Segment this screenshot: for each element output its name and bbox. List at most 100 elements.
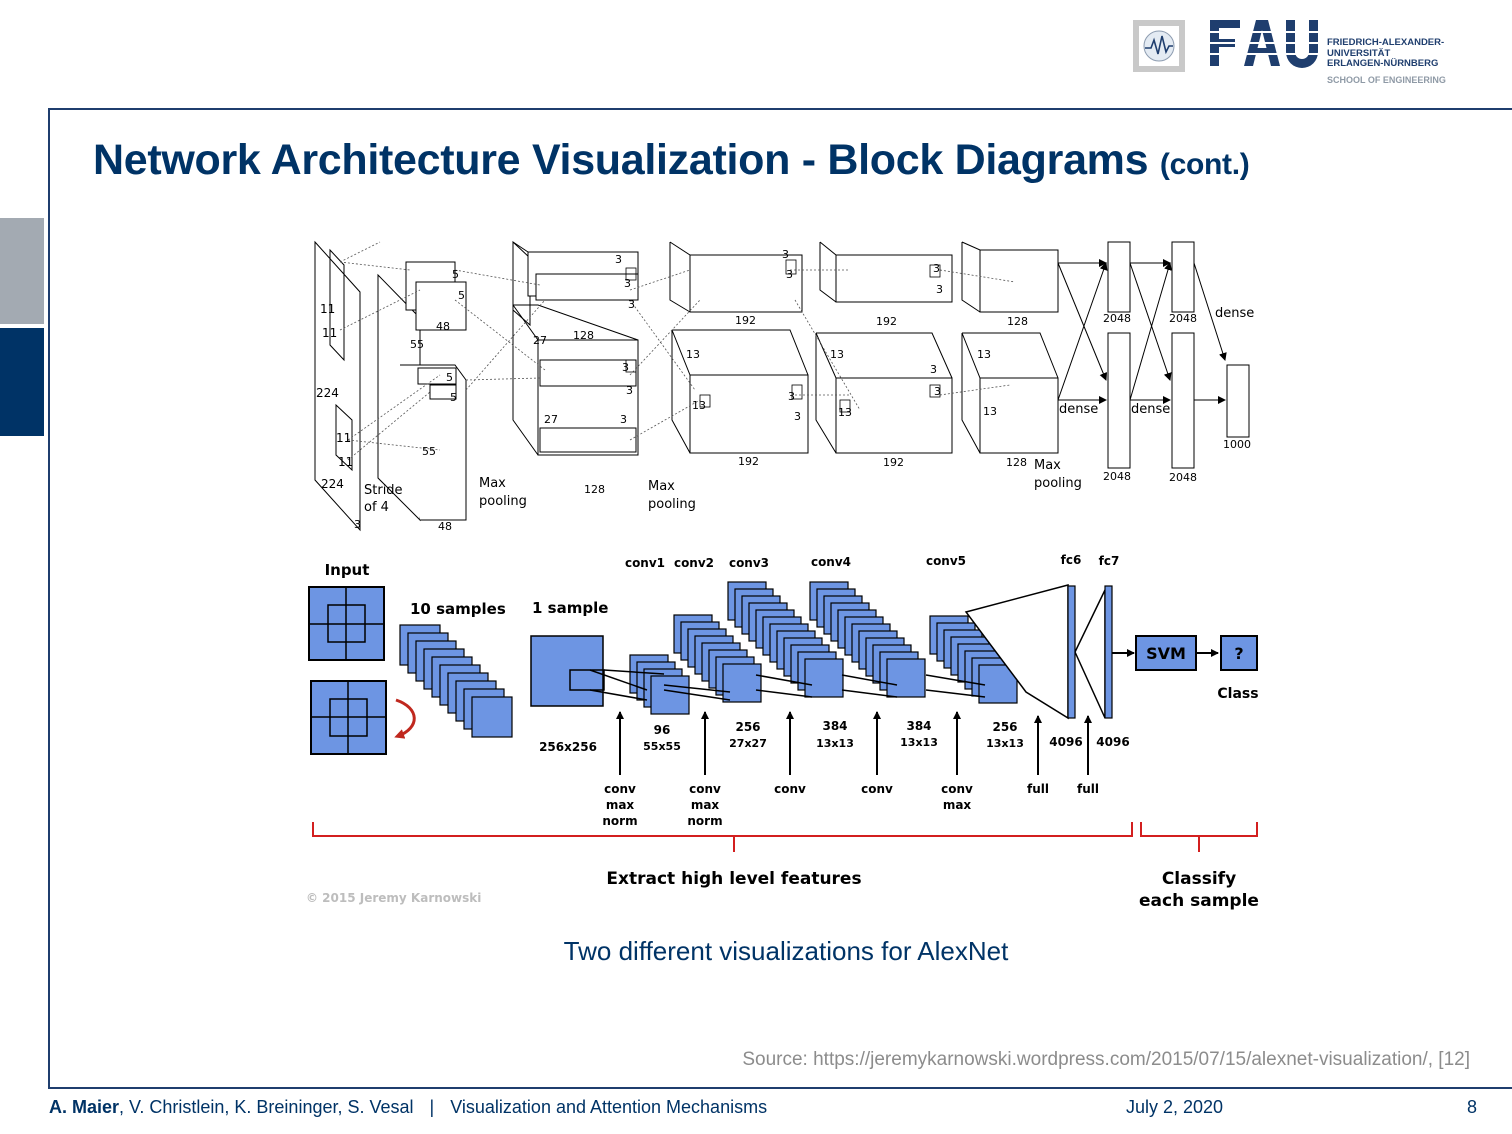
- svg-text:Max: Max: [648, 479, 675, 494]
- svg-text:3: 3: [930, 363, 937, 376]
- svg-text:13: 13: [983, 405, 997, 418]
- layer-op-norm: norm: [602, 814, 637, 828]
- layer-op-conv: conv: [604, 782, 636, 796]
- input-label: Input: [325, 561, 370, 579]
- feature-map: [650, 675, 690, 715]
- layer-op-max: max: [691, 798, 720, 812]
- flip-arrow-icon: [394, 698, 416, 739]
- svg-text:3: 3: [628, 298, 635, 311]
- svg-text:11: 11: [336, 431, 351, 445]
- layer-size-conv3: 13x13: [816, 737, 854, 750]
- svg-text:128: 128: [1007, 315, 1028, 328]
- layer-name-conv5: conv5: [926, 554, 966, 568]
- university-name: FRIEDRICH-ALEXANDER- UNIVERSITÄT ERLANGE…: [1327, 37, 1445, 69]
- footer-lecture: Visualization and Attention Mechanisms: [450, 1097, 768, 1117]
- svg-text:128: 128: [573, 329, 594, 342]
- svg-text:pooling: pooling: [1034, 476, 1082, 491]
- svg-text:192: 192: [735, 314, 756, 327]
- layer-dims-conv4: 384: [906, 719, 931, 733]
- svg-text:dense: dense: [1131, 402, 1170, 417]
- top-alexnet-diagram: [314, 240, 1250, 532]
- bottom-alexnet-diagram: Input 10 samples 1 sample 256x256 conv19…: [306, 553, 1259, 911]
- svg-text:13: 13: [830, 348, 844, 361]
- layer-size-conv4: 13x13: [900, 736, 938, 749]
- svg-text:1000: 1000: [1223, 438, 1251, 451]
- svg-text:55: 55: [422, 445, 436, 458]
- layer-op-max: max: [943, 798, 972, 812]
- slide-caption: Two different visualizations for AlexNet: [563, 936, 1009, 966]
- svg-text:27: 27: [533, 334, 547, 347]
- layer-name-conv1: conv1: [625, 556, 665, 570]
- layer-name-fc6: fc6: [1061, 553, 1082, 567]
- source-citation: Source: https://jeremykarnowski.wordpres…: [742, 1049, 1470, 1070]
- svg-text:3: 3: [620, 413, 627, 426]
- layer-name-conv3: conv3: [729, 556, 769, 570]
- svg-text:5: 5: [452, 268, 459, 281]
- class-label: Class: [1217, 686, 1258, 702]
- svg-text:5: 5: [458, 289, 465, 302]
- svg-text:dense: dense: [1059, 402, 1098, 417]
- svg-text:5: 5: [450, 391, 457, 404]
- svg-text:11: 11: [320, 302, 335, 316]
- svg-text:2048: 2048: [1103, 312, 1131, 325]
- svg-text:3: 3: [934, 385, 941, 398]
- lab-logo-icon: [1133, 20, 1185, 72]
- svg-text:each sample: each sample: [1139, 891, 1259, 911]
- frame-bottom-line: [48, 1087, 1512, 1089]
- footer-authors: A. Maier, V. Christlein, K. Breininger, …: [49, 1097, 768, 1117]
- classify-label: Classify: [1162, 869, 1236, 889]
- layer-op-conv: conv: [861, 782, 893, 796]
- question-label: ?: [1234, 644, 1243, 663]
- svg-text:27: 27: [544, 413, 558, 426]
- svg-text:11: 11: [322, 326, 337, 340]
- layer-dims-fc6: 4096: [1049, 735, 1082, 749]
- svg-text:224: 224: [321, 477, 344, 491]
- sample-crop: [471, 696, 513, 738]
- side-tab-blue: [0, 328, 44, 436]
- svg-text:3: 3: [624, 277, 631, 290]
- svg-text:Max: Max: [479, 476, 506, 491]
- svg-text:13: 13: [692, 399, 706, 412]
- label-input-224: 224: [316, 386, 339, 400]
- svg-text:3: 3: [933, 262, 940, 275]
- svg-text:13: 13: [686, 348, 700, 361]
- svg-text:48: 48: [436, 320, 450, 333]
- svg-text:3: 3: [615, 253, 622, 266]
- svg-text:3: 3: [788, 390, 795, 403]
- copyright-label: © 2015 Jeremy Karnowski: [306, 891, 481, 905]
- layer-dims-conv5: 256: [992, 720, 1017, 734]
- svg-text:128: 128: [584, 483, 605, 496]
- one-sample-label: 1 sample: [532, 599, 608, 617]
- svg-text:5: 5: [446, 371, 453, 384]
- frame-top-line: [48, 108, 1512, 110]
- feature-map: [886, 658, 926, 698]
- layer-size-conv2: 27x27: [729, 737, 767, 750]
- svg-text:3: 3: [626, 384, 633, 397]
- layer-dims-conv3: 384: [822, 719, 847, 733]
- layer-dims-conv1: 96: [654, 723, 671, 737]
- svg-text:48: 48: [438, 520, 452, 533]
- ten-samples-label: 10 samples: [410, 600, 506, 618]
- layer-op-full: full: [1027, 782, 1049, 796]
- svg-text:13: 13: [977, 348, 991, 361]
- svg-text:3: 3: [622, 361, 629, 374]
- side-tab-gray: [0, 218, 44, 324]
- svg-text:3: 3: [794, 410, 801, 423]
- svg-text:128: 128: [1006, 456, 1027, 469]
- svg-text:192: 192: [738, 455, 759, 468]
- fau-logo: [1210, 14, 1322, 73]
- extract-features-label: Extract high level features: [606, 869, 861, 889]
- svg-text:dense: dense: [1215, 306, 1254, 321]
- svg-text:3: 3: [354, 518, 361, 531]
- svg-text:192: 192: [883, 456, 904, 469]
- layer-name-conv2: conv2: [674, 556, 714, 570]
- svm-label: SVM: [1146, 644, 1186, 663]
- layer-name-fc7: fc7: [1099, 554, 1120, 568]
- svg-text:2048: 2048: [1169, 312, 1197, 325]
- svg-text:11: 11: [338, 455, 353, 469]
- layer-op-conv: conv: [941, 782, 973, 796]
- layer-dims-fc7: 4096: [1096, 735, 1129, 749]
- page-number: 8: [1467, 1097, 1478, 1117]
- svg-text:2048: 2048: [1103, 470, 1131, 483]
